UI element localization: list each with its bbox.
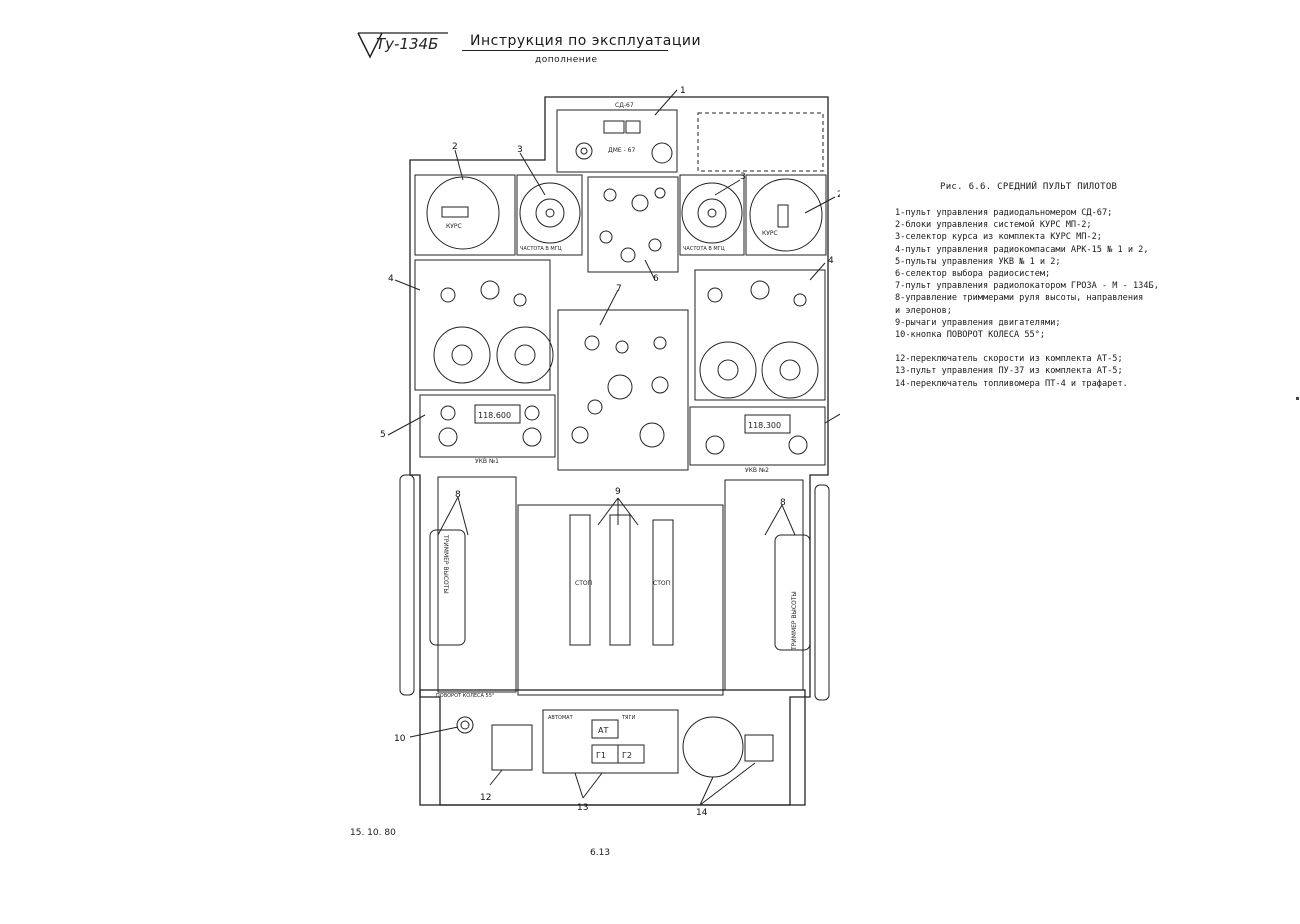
label-trim-left: ТРИММЕР ВЫСОТЫ xyxy=(442,534,449,594)
legend-item: 6-селектор выбора радиосистем; xyxy=(895,269,1051,280)
document-title: Инструкция по эксплуатации xyxy=(470,33,702,49)
callout-3-left: 3 xyxy=(517,145,523,155)
callout-7: 7 xyxy=(616,284,622,294)
callout-13: 13 xyxy=(577,803,588,813)
logo-tu134b: Ту-134Б xyxy=(357,32,448,59)
callout-2-left: 2 xyxy=(452,142,458,152)
label-kurs-left: КУРС xyxy=(446,223,462,230)
callout-1: 1 xyxy=(680,86,686,96)
legend-item: 3-селектор курса из комплекта КУРС МП-2; xyxy=(895,232,1102,243)
page-number: 6.13 xyxy=(590,848,611,858)
callout-8-right: 8 xyxy=(780,498,786,508)
legend-item: и элеронов; xyxy=(895,305,952,316)
callout-4-left: 4 xyxy=(388,274,394,284)
pilot-center-console-diagram: 1 2 3 3 2 4 4 6 7 5 5 8 8 9 10 12 13 14 … xyxy=(380,86,840,818)
legend-item: 9-рычаги управления двигателями; xyxy=(895,317,1061,328)
legend-item: 7-пульт управления радиолокатором ГРОЗА … xyxy=(895,281,1159,292)
callout-6: 6 xyxy=(653,274,659,284)
label-g1: Г1 xyxy=(596,751,606,760)
legend-item: 12-переключатель скорости из комплекта А… xyxy=(895,354,1123,365)
callout-12: 12 xyxy=(480,793,491,803)
label-at: АТ xyxy=(598,726,608,735)
label-stop-right: СТОП xyxy=(653,580,670,587)
legend-item: 5-пульты управления УКВ № 1 и 2; xyxy=(895,256,1061,267)
legend-item: 8-управление триммерами руля высоты, нап… xyxy=(895,293,1144,304)
document-subtitle: дополнение xyxy=(535,55,598,65)
callout-9: 9 xyxy=(615,487,621,497)
legend-item: 4-пульт управления радиокомпасами АРК-15… xyxy=(895,244,1149,255)
legend-item: 13-пульт управления ПУ-37 из комплекта А… xyxy=(895,366,1123,377)
label-automat: АВТОМАТ xyxy=(548,715,574,721)
label-g2: Г2 xyxy=(622,751,632,760)
label-trim-right: ТРИММЕР ВЫСОТЫ xyxy=(791,591,798,651)
callout-4-right: 4 xyxy=(828,256,834,266)
callout-10: 10 xyxy=(394,734,406,744)
label-vhf1-freq: 118.600 xyxy=(478,411,511,420)
callout-2-right: 2 xyxy=(837,190,840,200)
callout-5-left: 5 xyxy=(380,430,386,440)
callout-8-left: 8 xyxy=(455,490,461,500)
legend-item: 2-блоки управления системой КУРС МП-2; xyxy=(895,220,1092,231)
legend-item: 1-пульт управления радиодальномером СД-6… xyxy=(895,208,1113,218)
label-sd67: СД-67 xyxy=(615,102,634,109)
label-wheel: ПОВОРОТ КОЛЕСА 55° xyxy=(436,693,495,699)
legend-item: 14-переключатель топливомера ПТ-4 и траф… xyxy=(895,378,1128,389)
label-vhf1: УКВ №1 xyxy=(475,458,499,465)
document-date: 15. 10. 80 xyxy=(350,828,396,838)
figure-legend: 1-пульт управления радиодальномером СД-6… xyxy=(895,207,1195,390)
callout-3-right: 3 xyxy=(740,172,746,182)
title-underline xyxy=(462,50,668,51)
page-mark xyxy=(1296,397,1299,400)
label-dme: ДМЕ - 67 xyxy=(608,147,635,154)
label-freq-right: ЧАСТОТА В МГЦ xyxy=(683,246,725,252)
label-stop-left: СТОП xyxy=(575,580,592,587)
label-kurs-right: КУРС xyxy=(762,230,778,237)
label-freq-left: ЧАСТОТА В МГЦ xyxy=(520,246,562,252)
label-vhf2-freq: 118.300 xyxy=(748,421,781,430)
logo-text: Ту-134Б xyxy=(376,35,438,53)
legend-item: 10-кнопка ПОВОРОТ КОЛЕСА 55°; xyxy=(895,330,1046,341)
figure-caption: Рис. 6.6. СРЕДНИЙ ПУЛЬТ ПИЛОТОВ xyxy=(940,182,1118,192)
label-thrust: ТЯГИ xyxy=(621,715,636,721)
label-vhf2: УКВ №2 xyxy=(745,467,769,474)
callout-14: 14 xyxy=(696,808,708,818)
